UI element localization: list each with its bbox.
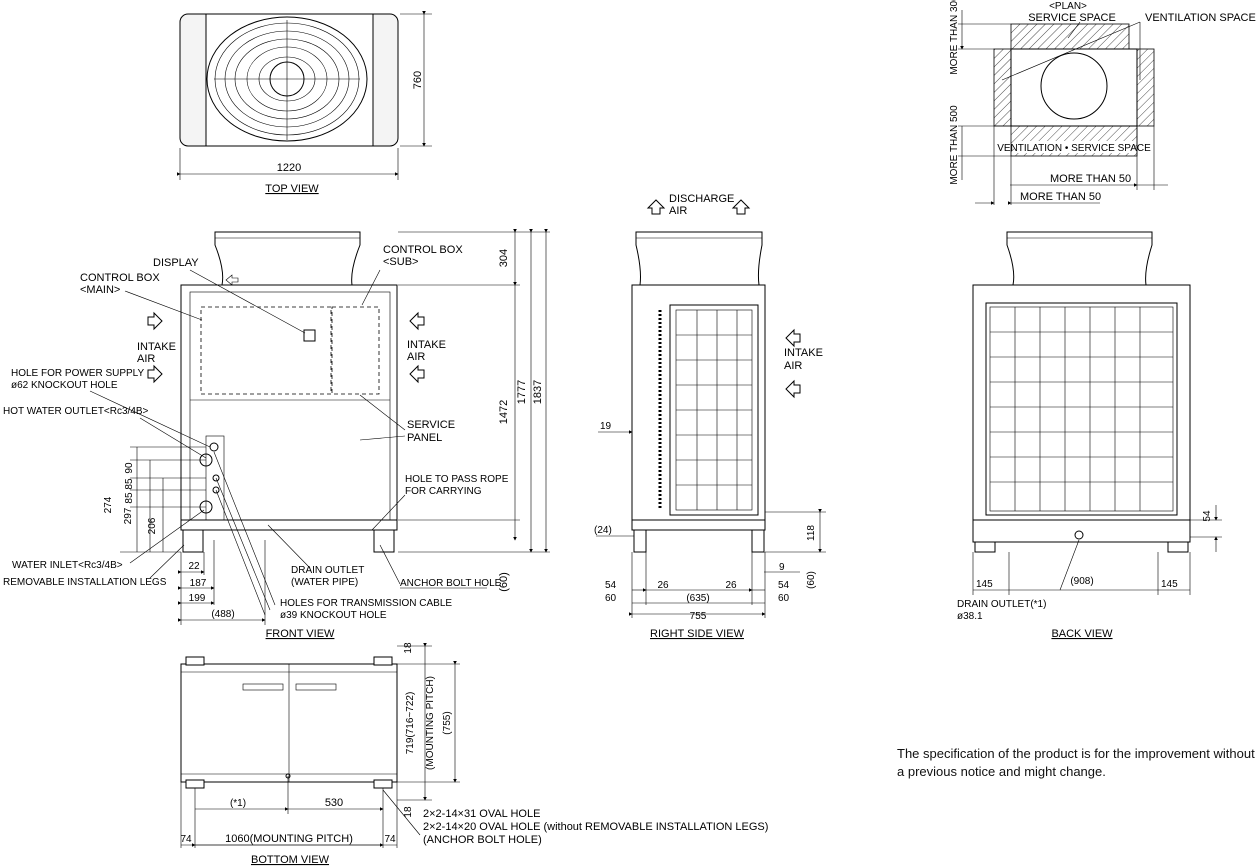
label-intake-mid-2: AIR: [407, 351, 425, 363]
dim-206: 206: [147, 517, 158, 534]
dim-304: 304: [498, 249, 510, 267]
title-top-view: TOP VIEW: [265, 183, 319, 195]
plan-more-500: MORE THAN 500: [949, 105, 960, 185]
label-discharge-2: AIR: [669, 205, 687, 217]
label-intake-side-1: INTAKE: [784, 347, 823, 359]
label-service-panel-2: PANEL: [407, 432, 442, 444]
dim-side-60v: (60): [806, 571, 817, 589]
dim-side-118: 118: [806, 525, 817, 541]
dim-side-26a: 26: [657, 580, 669, 591]
dim-187: 187: [190, 578, 207, 589]
dim-top-depth: 760: [412, 71, 424, 89]
dim-85b: 85: [124, 492, 135, 504]
label-control-box-sub-1: CONTROL BOX: [383, 244, 463, 256]
bottom-view: 18 719(716~722) (MOUNTING PITCH) (755) 1…: [180, 642, 768, 866]
label-control-box-main-1: CONTROL BOX: [80, 272, 160, 284]
plan-ventilation-space: VENTILATION SPACE: [1145, 12, 1256, 24]
label-oval-3: (ANCHOR BOLT HOLE): [423, 834, 542, 846]
dim-back-908: (908): [1070, 576, 1093, 587]
label-control-box-sub-2: <SUB>: [383, 256, 418, 268]
dim-85a: 85: [124, 478, 135, 490]
dim-side-60a: 60: [605, 593, 617, 604]
plan-more-50a: MORE THAN 50: [1050, 173, 1131, 185]
dim-side-24: (24): [594, 525, 612, 536]
dim-side-60b: 60: [778, 593, 790, 604]
label-rope-2: FOR CARRYING: [405, 486, 482, 497]
dim-bottom-star: (*1): [230, 798, 246, 809]
title-back-view: BACK VIEW: [1051, 628, 1113, 640]
plan-service-space: SERVICE SPACE: [1028, 12, 1116, 24]
back-view: 54 145 (908) 145 DRAIN OUTLET(*1) ø38.1 …: [957, 231, 1222, 640]
label-back-drain-2: ø38.1: [957, 611, 983, 622]
dim-22: 22: [188, 561, 200, 572]
dim-bottom-18b: 18: [403, 806, 414, 818]
dim-1777: 1777: [516, 380, 528, 404]
label-hot-water: HOT WATER OUTLET<Rc3/4B>: [3, 406, 149, 417]
label-legs: REMOVABLE INSTALLATION LEGS: [3, 577, 167, 588]
label-display: DISPLAY: [153, 257, 199, 269]
label-discharge-1: DISCHARGE: [669, 193, 734, 205]
label-rope-1: HOLE TO PASS ROPE: [405, 474, 509, 485]
label-transmission-1: HOLES FOR TRANSMISSION CABLE: [280, 598, 452, 609]
label-oval-2: 2×2-14×20 OVAL HOLE (without REMOVABLE I…: [423, 821, 768, 833]
dim-bottom-755: (755): [442, 711, 453, 734]
label-power-supply-1: HOLE FOR POWER SUPPLY: [11, 368, 145, 379]
label-intake-left-2: AIR: [137, 353, 155, 365]
title-bottom-view: BOTTOM VIEW: [251, 854, 330, 866]
label-anchor-bolt: ANCHOR BOLT HOLE: [400, 578, 502, 589]
dim-back-145a: 145: [976, 579, 993, 590]
dim-side-635: (635): [686, 593, 709, 604]
label-intake-side-2: AIR: [784, 360, 802, 372]
dim-bottom-530: 530: [325, 797, 343, 809]
label-power-supply-2: ø62 KNOCKOUT HOLE: [11, 380, 118, 391]
label-intake-mid-1: INTAKE: [407, 339, 446, 351]
dim-488: (488): [211, 609, 234, 620]
dim-1472: 1472: [498, 400, 510, 424]
dim-bottom-74b: 74: [384, 834, 396, 845]
dim-90: 90: [124, 462, 135, 474]
title-right-side-view: RIGHT SIDE VIEW: [650, 628, 745, 640]
label-service-panel-1: SERVICE: [407, 419, 455, 431]
top-view: 1220 760 TOP VIEW: [177, 11, 432, 195]
dim-back-54: 54: [1202, 510, 1213, 522]
dim-top-width: 1220: [277, 162, 301, 174]
dim-bottom-pitch: (MOUNTING PITCH): [425, 676, 436, 770]
plan-view: <PLAN> SERVICE SPACE VENTILATION SPACE V…: [949, 0, 1256, 205]
title-front-view: FRONT VIEW: [266, 628, 335, 640]
plan-more-300: MORE THAN 300: [949, 0, 960, 75]
dim-60: (60): [498, 572, 510, 592]
label-back-drain-1: DRAIN OUTLET(*1): [957, 599, 1046, 610]
dim-side-26b: 26: [725, 580, 737, 591]
dim-bottom-719: 719(716~722): [405, 692, 416, 755]
label-drain-outlet-2: (WATER PIPE): [291, 577, 358, 588]
label-drain-outlet-1: DRAIN OUTLET: [291, 565, 364, 576]
front-view: 304 1777 1837 1472 (60) 90 85 85 274 297…: [3, 229, 550, 640]
right-side-view: DISCHARGE AIR INTAKE AIR 19 (24) 118 (60…: [594, 193, 826, 640]
dim-back-145b: 145: [1161, 579, 1178, 590]
dim-199: 199: [189, 593, 206, 604]
label-water-inlet: WATER INLET<Rc3/4B>: [12, 560, 123, 571]
dim-side-19: 19: [600, 421, 612, 432]
dim-297: 297: [123, 507, 134, 524]
plan-title: <PLAN>: [1049, 1, 1087, 12]
dim-side-9: 9: [779, 562, 785, 573]
specification-note: The specification of the product is for …: [897, 746, 1255, 779]
label-control-box-main-2: <MAIN>: [80, 284, 120, 296]
label-transmission-2: ø39 KNOCKOUT HOLE: [280, 610, 387, 621]
dim-bottom-74a: 74: [180, 834, 192, 845]
dim-274: 274: [103, 496, 114, 513]
plan-vent-service: VENTILATION • SERVICE SPACE: [997, 143, 1151, 154]
dim-1837: 1837: [532, 380, 544, 404]
label-intake-left-1: INTAKE: [137, 341, 176, 353]
dim-side-54b: 54: [778, 580, 790, 591]
dim-side-54a: 54: [605, 580, 617, 591]
plan-more-50b: MORE THAN 50: [1020, 191, 1101, 203]
dim-bottom-1060: 1060(MOUNTING PITCH): [225, 833, 353, 845]
label-oval-1: 2×2-14×31 OVAL HOLE: [423, 808, 540, 820]
dim-side-755: 755: [690, 611, 707, 622]
dim-bottom-18a: 18: [403, 642, 414, 654]
